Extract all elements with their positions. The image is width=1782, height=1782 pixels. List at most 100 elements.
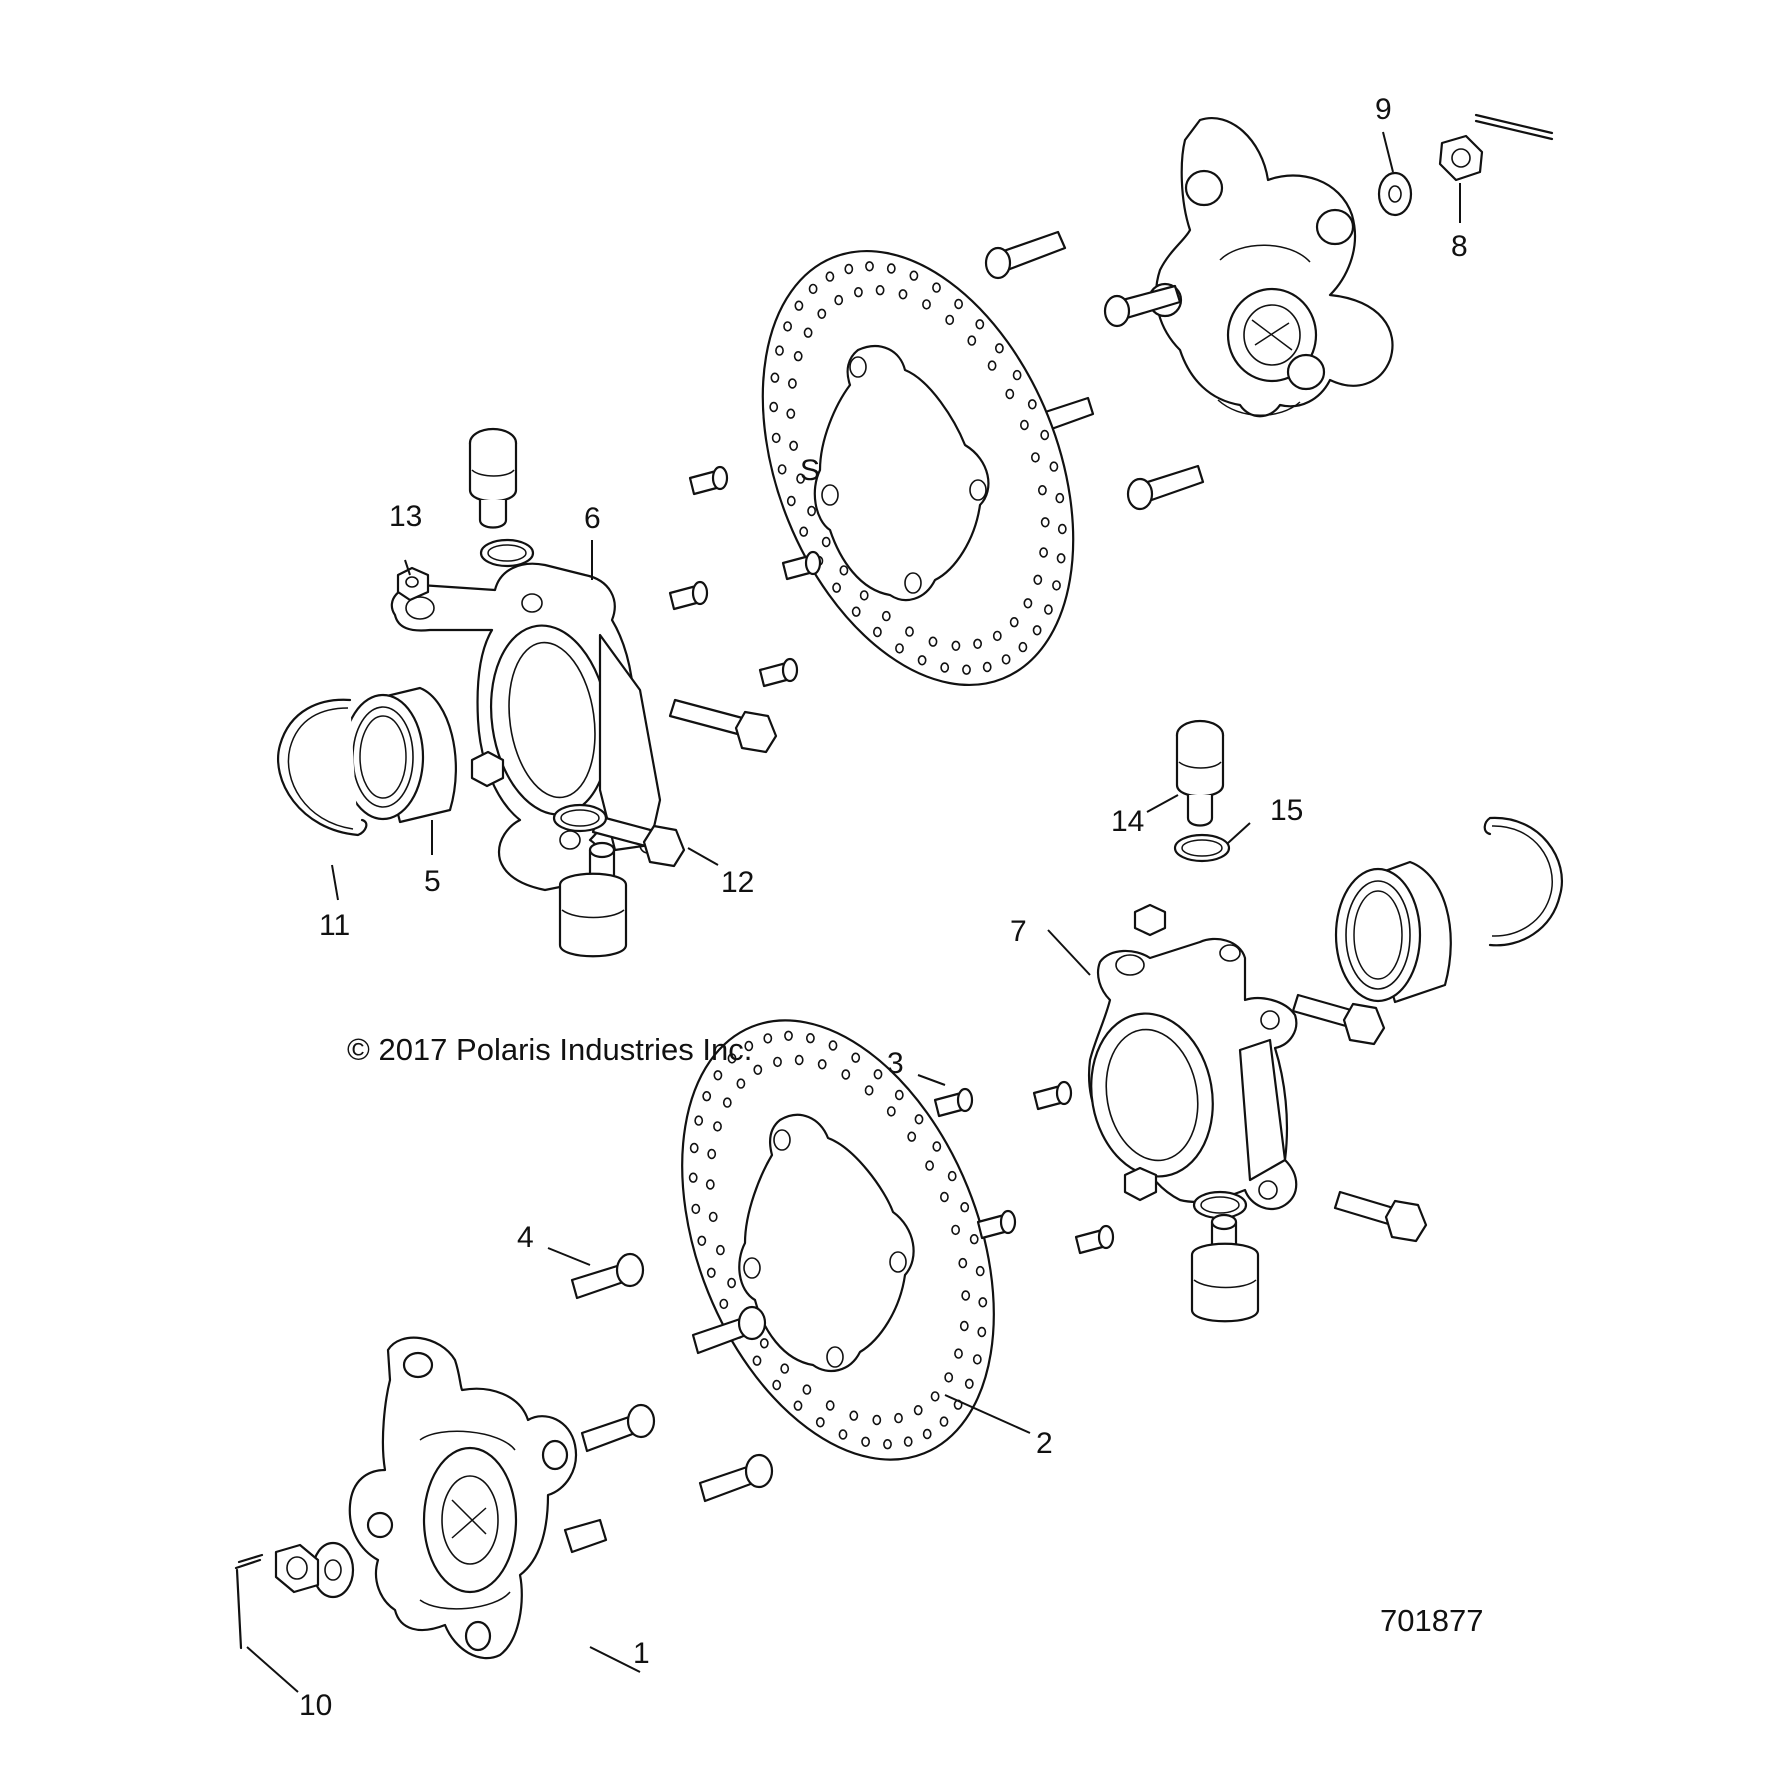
snap-ring-upper-knuckle-top [479,538,535,568]
rotor-drill-hole [772,1379,782,1391]
rotor-drill-hole [753,1064,763,1076]
rotor-drill-hole [886,1106,896,1117]
rotor-drill-hole [844,263,854,275]
leader-lines [246,131,1461,1693]
rotor-drill-hole [1040,517,1050,528]
ball-joint-upper-knuckle-top [468,427,518,529]
rotor-mark: S [800,454,820,487]
steering-knuckle-lower [1088,937,1298,1211]
rotor-drill-hole [982,661,992,673]
rotor-drill-hole [959,1320,969,1332]
callout-3: 3 [887,1047,904,1080]
flange-bolt-lower-2 [1333,1190,1428,1243]
rotor-drill-hole [995,343,1004,354]
rotor-drill-hole [951,1224,960,1236]
rotor-drill-hole [817,1059,827,1070]
rotor-drill-hole [796,473,805,484]
rotor-drill-hole [913,1404,923,1416]
rotor-bolt-lower-1 [933,1087,974,1118]
retaining-ring-upper [277,698,368,837]
rotor-drill-hole [886,263,896,274]
rotor-drill-hole [1005,388,1015,400]
callout-6: 6 [584,502,601,535]
rotor-drill-hole [783,321,792,332]
rotor-drill-hole [825,271,835,282]
callouts: 1 2 3 4 5 6 7 8 9 10 11 12 13 14 15 [299,93,1468,1722]
rotor-drill-hole [925,1160,934,1171]
rotor-drill-hole [861,1436,870,1448]
rotor-drill-hole [688,1172,698,1183]
callout-2: 2 [1036,1427,1053,1460]
brake-rotor-upper: S [761,249,1075,687]
figure-number: 701877 [1380,1603,1483,1638]
rotor-drill-hole [895,643,904,654]
rotor-drill-hole [799,526,809,537]
rotor-drill-hole [815,1417,825,1428]
rotor-drill-hole [1032,625,1042,636]
callout-5: 5 [424,865,441,898]
rotor-drill-hole [849,1410,859,1421]
rotor-drill-hole [851,1052,861,1063]
rotor-drill-hole [825,1400,835,1411]
rotor-drill-hole [828,1040,838,1051]
rotor-drill-hole [1027,399,1037,410]
rotor-drill-hole [1039,547,1048,558]
wheel-hub-lower [348,1336,608,1660]
rotor-drill-hole [788,378,797,389]
rotor-bolt-upper-1 [688,465,729,496]
rotor-drill-hole [736,1078,746,1089]
wheel-bearing-lower [1334,860,1452,1004]
wheel-stud-upper-4 [1126,464,1205,511]
rotor-drill-hole [793,1400,803,1411]
rotor-drill-hole [1023,598,1033,609]
callout-14: 14 [1111,805,1144,838]
rotor-drill-hole [964,1378,974,1390]
rotor-drill-hole [697,1235,707,1247]
rotor-drill-hole [954,298,963,310]
rotor-drill-hole [705,1179,715,1190]
castle-nut-upper [1438,134,1484,182]
rotor-drill-hole [727,1053,737,1064]
rotor-drill-hole [789,440,798,451]
rotor-drill-hole [763,1033,773,1044]
callout-15: 15 [1270,794,1303,827]
rotor-drill-hole [1056,553,1066,564]
callout-7: 7 [1010,915,1027,948]
rotor-drill-hole [706,1267,716,1279]
rotor-drill-hole [922,299,931,310]
rotor-drill-hole [1049,461,1059,472]
rotor-drill-hole [716,1244,725,1256]
rotor-drill-hole [872,1414,882,1426]
bushing-lower-knuckle-bottom [1123,1166,1158,1202]
rotor-drill-hole [903,1436,913,1447]
rotor-drill-hole [841,1069,851,1080]
snap-ring-lower-knuckle-bottom [1192,1190,1248,1220]
rotor-drill-hole [922,1428,932,1440]
rotor-drill-hole [744,1040,754,1052]
flange-bolt-lower-1 [1291,993,1386,1046]
rotor-drill-hole [958,1257,968,1269]
rotor-drill-hole [894,1089,904,1101]
rotor-drill-hole [961,1290,971,1301]
rotor-drill-hole [969,1233,979,1245]
rotor-drill-hole [914,1114,924,1125]
rotor-drill-hole [894,1412,903,1424]
rotor-drill-hole [691,1203,701,1215]
rotor-drill-hole [817,308,827,319]
rotor-drill-hole [987,360,997,371]
rotor-bolt-lower-4 [1074,1224,1115,1255]
callout-12: 12 [721,866,754,899]
ball-joint-14 [1175,719,1225,827]
callout-1: 1 [633,1637,650,1670]
rotor-drill-hole [864,1085,874,1096]
rotor-drill-hole [1040,429,1050,441]
rotor-drill-hole [807,505,816,517]
rotor-drill-hole [752,1355,762,1366]
rotor-drill-hole [793,351,803,362]
rotor-drill-hole [775,345,784,356]
rotor-drill-hole [769,401,779,413]
rotor-drill-hole [930,1391,940,1402]
rotor-drill-hole [940,662,950,673]
rotor-drill-hole [784,1030,793,1042]
